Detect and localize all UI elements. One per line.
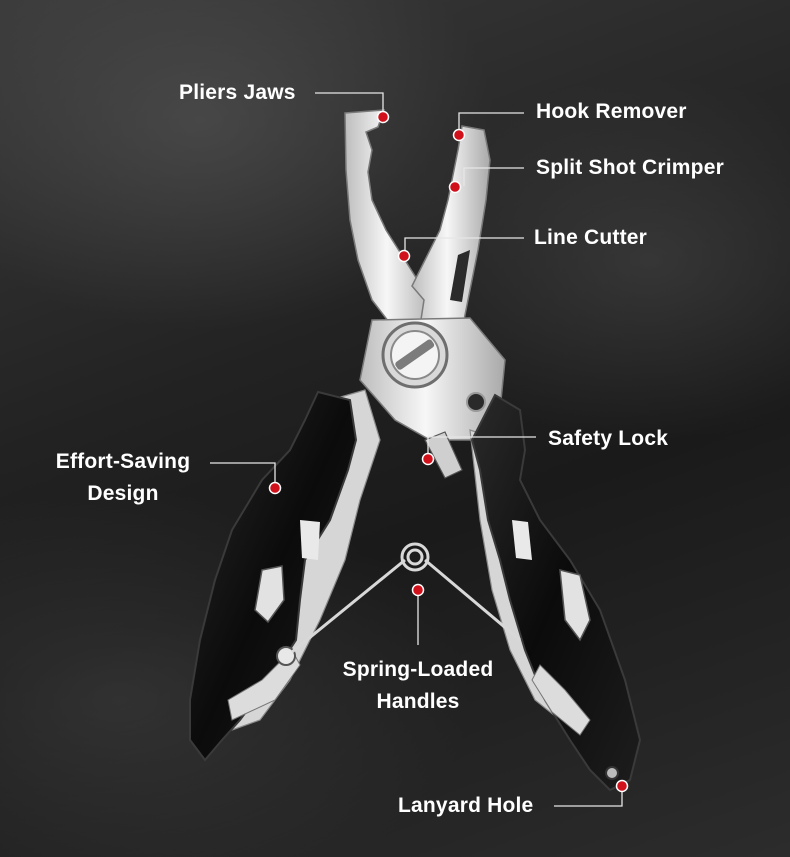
marker-effort-saving-icon <box>268 481 282 495</box>
pliers-right-jaw-icon <box>411 125 491 341</box>
label-spring-loaded-line2: Handles <box>376 690 460 713</box>
label-effort-saving: Effort-Saving Design <box>40 446 206 510</box>
safety-lock-slider-icon <box>424 431 463 479</box>
label-split-shot-crimper: Split Shot Crimper <box>536 156 724 179</box>
right-handle-icon <box>470 393 642 792</box>
marker-safety-lock-icon <box>421 452 435 466</box>
label-hook-remover: Hook Remover <box>536 100 687 123</box>
label-pliers-jaws: Pliers Jaws <box>179 81 296 104</box>
marker-pliers-jaws-icon <box>376 110 390 124</box>
spring-icon <box>291 542 521 654</box>
marker-spring-loaded-icon <box>411 583 425 597</box>
marker-lanyard-hole-icon <box>615 779 629 793</box>
marker-hook-remover-icon <box>452 128 466 142</box>
label-spring-loaded-line1: Spring-Loaded <box>342 658 494 681</box>
label-effort-saving-line1: Effort-Saving <box>55 450 191 473</box>
leader-lines <box>210 92 623 807</box>
label-spring-loaded: Spring-Loaded Handles <box>322 654 514 718</box>
pliers-pivot-body-icon <box>359 317 506 441</box>
marker-split-shot-crimper-icon <box>448 180 462 194</box>
label-lanyard-hole: Lanyard Hole <box>398 794 534 817</box>
label-safety-lock: Safety Lock <box>548 427 669 450</box>
marker-line-cutter-icon <box>397 249 411 263</box>
left-handle-icon <box>189 390 358 762</box>
label-line-cutter: Line Cutter <box>534 226 648 249</box>
label-effort-saving-line2: Design <box>87 482 159 505</box>
